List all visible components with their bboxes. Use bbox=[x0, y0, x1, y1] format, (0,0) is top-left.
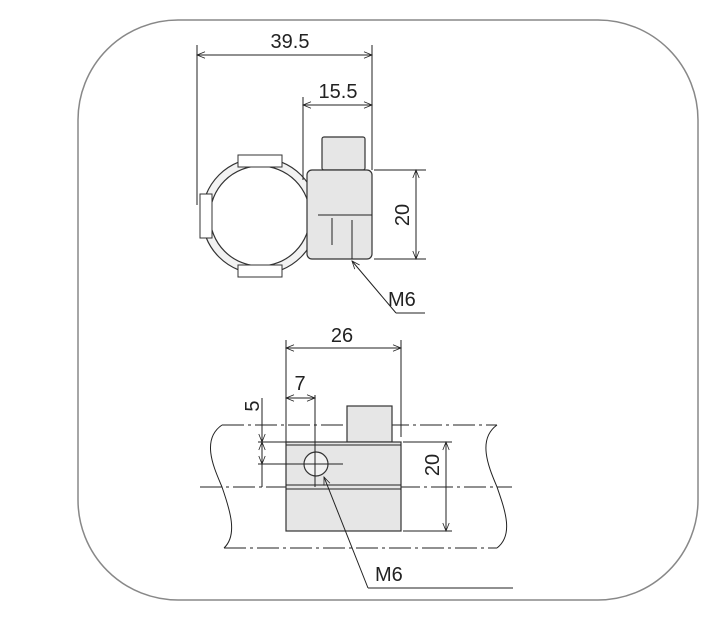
dimension-15-5: 15.5 bbox=[303, 81, 372, 180]
pipe-profile bbox=[199, 154, 319, 278]
dimension-26: 26 bbox=[286, 325, 401, 442]
thread-callout-side: M6 bbox=[323, 477, 513, 589]
dim-label: 20 bbox=[392, 204, 414, 226]
dim-label: 7 bbox=[294, 373, 305, 395]
dim-label: 5 bbox=[242, 400, 264, 411]
stud bbox=[321, 136, 366, 171]
top-view: 39.5 15.5 20 M6 bbox=[197, 31, 426, 314]
dim-label: 15.5 bbox=[319, 81, 358, 103]
dimension-20-side: 20 bbox=[403, 442, 452, 531]
dimension-20-top: 20 bbox=[374, 170, 426, 259]
drawing-frame bbox=[77, 19, 699, 601]
dimension-5: 5 bbox=[242, 398, 343, 487]
thread-label: M6 bbox=[388, 289, 416, 311]
dim-label: 26 bbox=[331, 325, 353, 347]
stud bbox=[346, 405, 393, 443]
thread-label: M6 bbox=[375, 564, 403, 586]
dim-label: 39.5 bbox=[271, 31, 310, 53]
thread-callout-top: M6 bbox=[352, 261, 425, 314]
clamp-block bbox=[285, 441, 402, 532]
dimension-39-5: 39.5 bbox=[197, 31, 372, 205]
dimension-7: 7 bbox=[286, 373, 315, 487]
dim-label: 20 bbox=[422, 454, 444, 476]
side-view: 26 7 5 20 M6 bbox=[200, 325, 513, 589]
